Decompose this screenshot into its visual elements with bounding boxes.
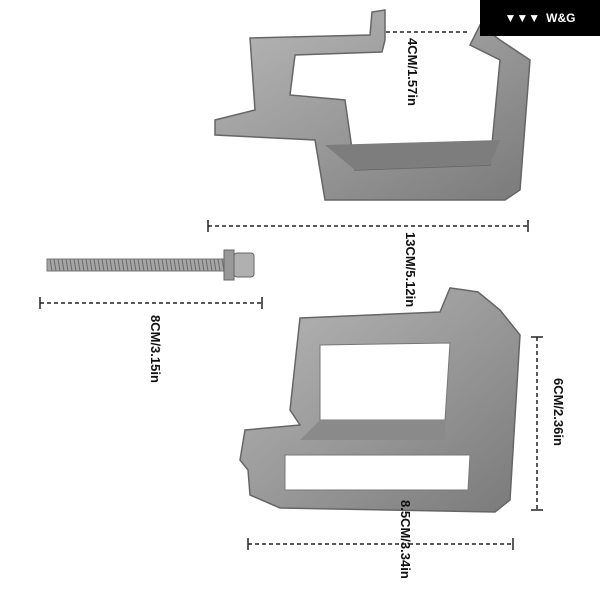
bolt-thread: [101, 258, 105, 272]
clamp-width-dimension-label: 8.5CM/3.34in: [398, 500, 413, 579]
bolt-thread: [65, 258, 69, 272]
bolt-thread: [125, 258, 129, 272]
bolt-thread: [145, 258, 149, 272]
bolt-thread: [117, 258, 121, 272]
bolt-thread: [89, 258, 93, 272]
clamp-height-dimension-label: 6CM/2.36in: [551, 378, 566, 446]
bolt-thread: [57, 258, 61, 272]
bolt-thread: [173, 258, 177, 272]
bolt-thread: [73, 258, 77, 272]
brand-name: W&G: [546, 11, 576, 25]
bottom-clamp: [239, 287, 521, 513]
bolt-thread: [133, 258, 137, 272]
clamp-length-dimension-label: 13CM/5.12in: [403, 232, 418, 308]
bolt-thread: [189, 258, 193, 272]
bolt-thread: [137, 258, 141, 272]
bolt-thread: [153, 258, 157, 272]
bolt-thread: [113, 258, 117, 272]
bolt-thread: [93, 258, 97, 272]
bolt-thread: [201, 258, 205, 272]
bolt-thread: [69, 258, 73, 272]
bolt-thread: [121, 258, 125, 272]
bolt-thread: [53, 258, 57, 272]
bolt-thread: [109, 258, 113, 272]
bolt-thread: [85, 258, 89, 272]
bolt-length-dimension-label: 8CM/3.15in: [148, 315, 163, 383]
bolt-thread: [181, 258, 185, 272]
bolt-thread: [141, 258, 145, 272]
bolt-thread: [157, 258, 161, 272]
triple-chevron-logo-icon: ▼▼▼: [504, 11, 541, 25]
dimension-lines: [40, 31, 538, 545]
bolt-thread: [81, 258, 85, 272]
bolt-thread: [77, 258, 81, 272]
brand-badge: ▼▼▼ W&G: [480, 0, 600, 36]
bolt: [46, 249, 255, 281]
bolt-thread: [49, 258, 53, 272]
bolt-thread: [105, 258, 109, 272]
gap-dimension-label: 4CM/1.57in: [405, 38, 420, 106]
bolt-thread: [217, 258, 221, 272]
bolt-thread: [161, 258, 165, 272]
bolt-thread: [209, 258, 213, 272]
bolt-thread: [193, 258, 197, 272]
bolt-thread: [169, 258, 173, 272]
bolt-thread: [185, 258, 189, 272]
dimension-ticks: [39, 220, 543, 550]
bolt-thread: [61, 258, 65, 272]
bolt-thread: [205, 258, 209, 272]
bolt-thread: [129, 258, 133, 272]
bolt-thread: [165, 258, 169, 272]
bolt-thread: [177, 258, 181, 272]
bolt-thread: [149, 258, 153, 272]
bolt-thread: [197, 258, 201, 272]
top-clamp: [214, 9, 531, 201]
bolt-thread: [97, 258, 101, 272]
bolt-thread: [213, 258, 217, 272]
